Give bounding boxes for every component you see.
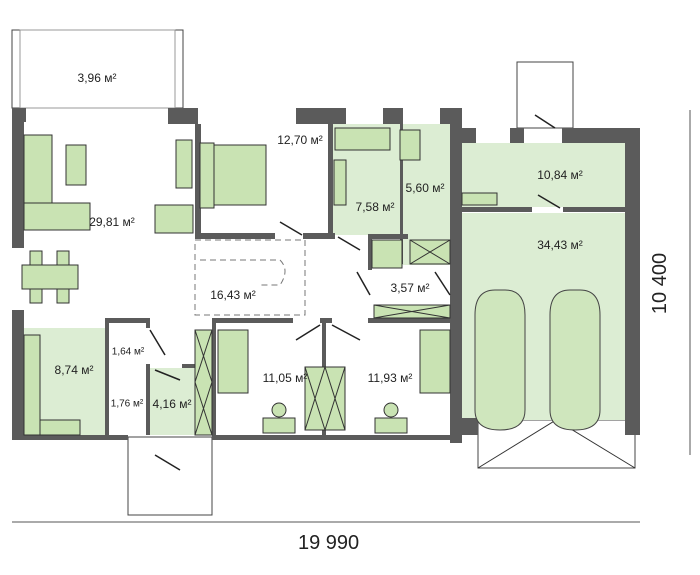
walls — [12, 108, 640, 443]
room-area-bedroom-2: 11,05 м² — [262, 371, 308, 385]
room-area-wc: 1,64 м² — [111, 346, 145, 358]
room-area-garage: 34,43 м² — [537, 238, 583, 252]
room-area-boiler: 10,84 м² — [537, 168, 583, 182]
room-area-utility: 5,60 м² — [405, 181, 445, 195]
room-area-living: 29,81 м² — [89, 215, 135, 229]
terrace — [11, 29, 184, 109]
room-area-bathroom: 7,58 м² — [355, 200, 395, 214]
room-area-bedroom-3: 11,93 м² — [367, 371, 413, 385]
car-right-icon — [549, 289, 601, 431]
room-area-entrance: 4,16 м² — [152, 397, 192, 411]
room-area-hall: 16,43 м² — [210, 288, 256, 302]
entrance-porch — [127, 436, 213, 516]
garage-side-porch — [516, 61, 574, 129]
room-area-terrace: 3,96 м² — [77, 71, 117, 85]
furniture — [21, 127, 601, 436]
room-area-kitchen: 8,74 м² — [54, 363, 94, 377]
room-area-bedroom-main: 12,70 м² — [277, 133, 323, 147]
depth-dimension: 10 400 — [649, 252, 672, 315]
car-left-icon — [474, 289, 526, 431]
doors — [149, 114, 561, 471]
width-dimension: 19 990 — [298, 532, 360, 554]
room-area-storage: 1,76 м² — [110, 398, 144, 410]
room-area-wardrobe: 3,57 м² — [390, 281, 430, 295]
